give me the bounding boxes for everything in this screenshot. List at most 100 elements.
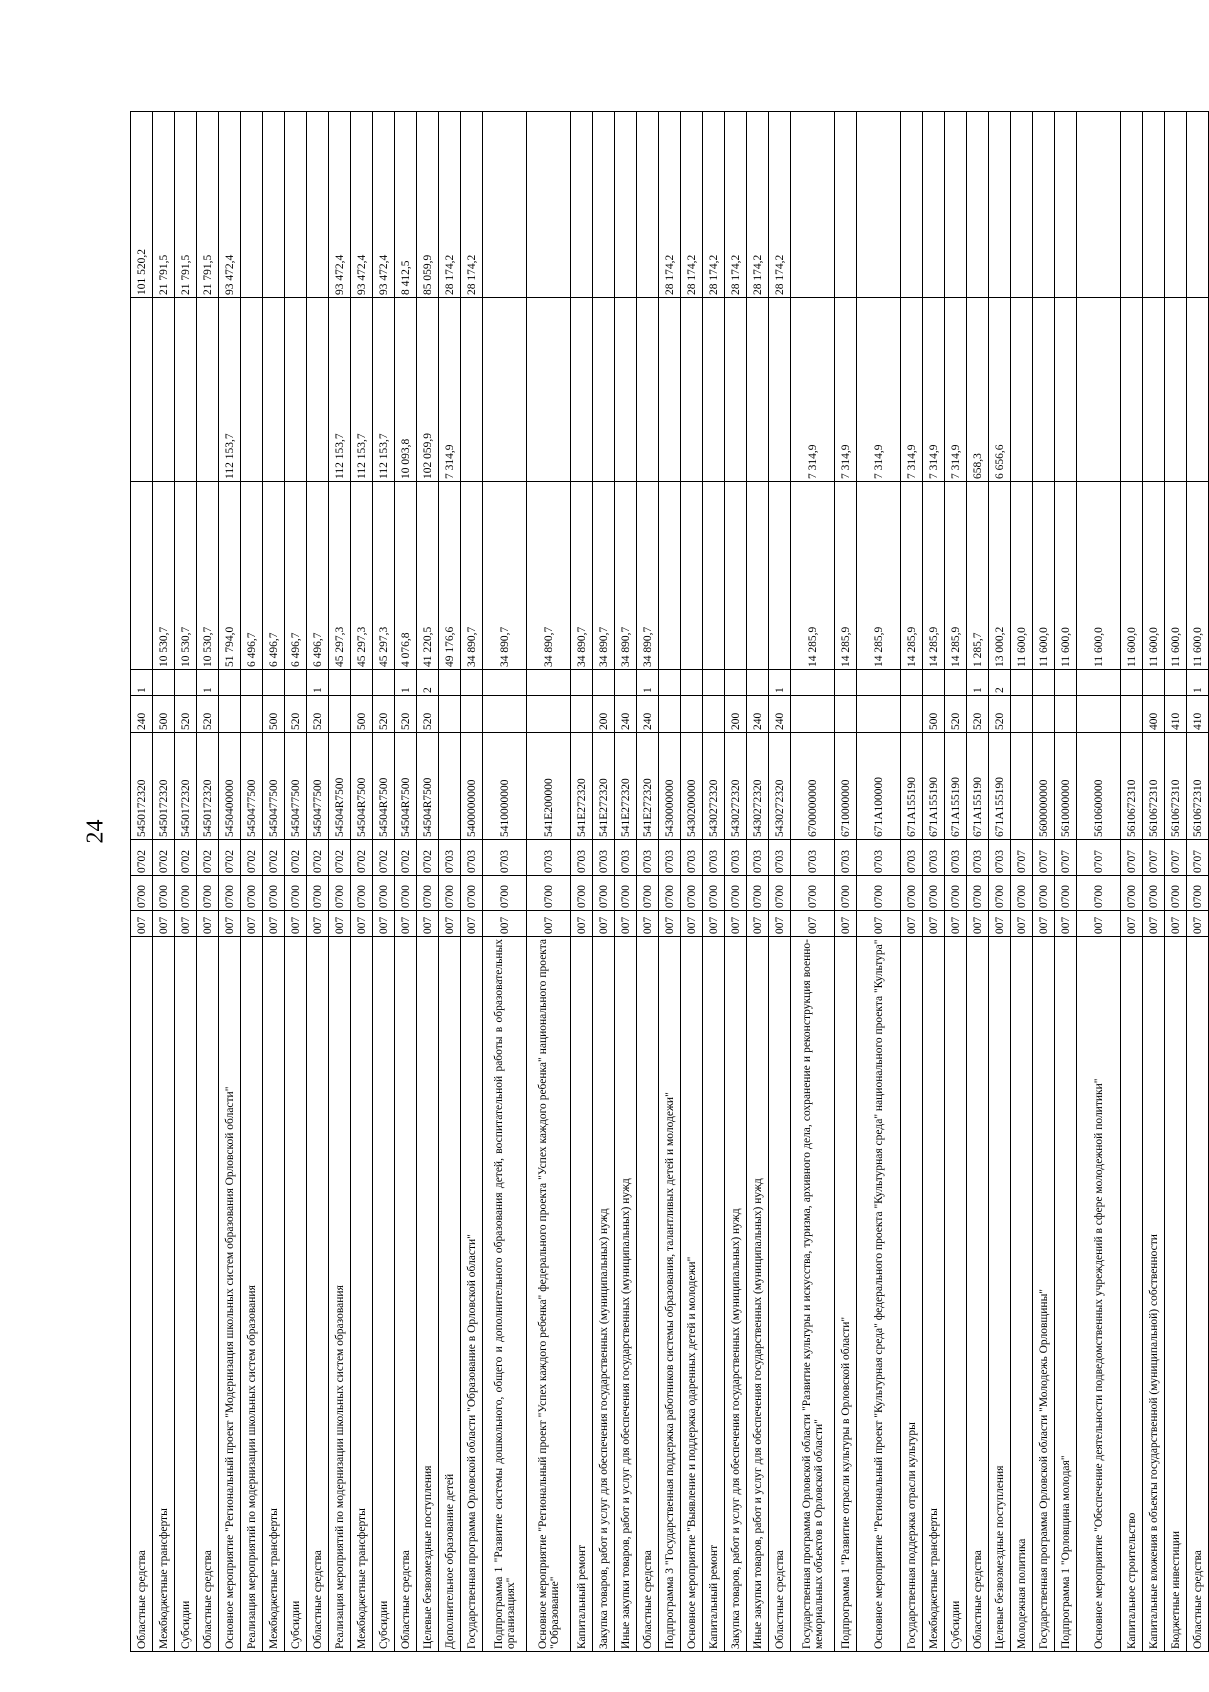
row-name-cell: Целевые безвозмездные поступления: [416, 936, 439, 1652]
subsection-code-cell: 0703: [856, 839, 901, 876]
source-code-cell: [218, 669, 241, 696]
target-article-cell: 5430200000: [680, 732, 703, 840]
expense-type-cell: [834, 695, 857, 733]
admin-code-cell: 007: [218, 910, 241, 937]
target-article-cell: 5610672310: [1142, 732, 1165, 840]
section-code-cell: 0700: [614, 875, 637, 911]
expense-type-cell: 240: [746, 695, 769, 733]
row-name-cell: Основное мероприятие "Выявление и поддер…: [680, 936, 703, 1652]
amount-2-cell: [1010, 297, 1033, 482]
subsection-code-cell: 0707: [1120, 839, 1143, 876]
amount-2-cell: 112 153,7: [328, 297, 351, 482]
subsection-code-cell: 0702: [350, 839, 373, 876]
target-article-cell: 671A155190: [988, 732, 1011, 840]
subsection-code-cell: 0702: [284, 839, 307, 876]
amount-3-cell: 21 791,5: [174, 111, 197, 298]
expense-type-cell: [790, 695, 835, 733]
section-code-cell: 0700: [482, 875, 527, 911]
row-name-cell: Областные средства: [196, 936, 219, 1652]
source-code-cell: [834, 669, 857, 696]
row-name-cell: Государственная поддержка отрасли культу…: [900, 936, 923, 1652]
amount-1-cell: 10 530,7: [196, 481, 219, 670]
subsection-code-cell: 0703: [460, 839, 483, 876]
subsection-code-cell: 0703: [526, 839, 571, 876]
target-article-cell: 5450172320: [130, 732, 153, 840]
target-article-cell: 671A100000: [856, 732, 901, 840]
section-code-cell: 0700: [944, 875, 967, 911]
source-code-cell: [240, 669, 263, 696]
target-article-cell: 671A155190: [966, 732, 989, 840]
section-code-cell: 0700: [1032, 875, 1055, 911]
expense-type-cell: [526, 695, 571, 733]
amount-3-cell: 28 174,2: [768, 111, 791, 298]
expense-type-cell: 200: [724, 695, 747, 733]
amount-1-cell: 45 297,3: [328, 481, 351, 670]
target-article-cell: 5430272320: [724, 732, 747, 840]
subsection-code-cell: 0703: [592, 839, 615, 876]
amount-1-cell: 34 890,7: [570, 481, 593, 670]
row-name-cell: Областные средства: [130, 936, 153, 1652]
source-code-cell: [350, 669, 373, 696]
target-article-cell: 5430000000: [658, 732, 681, 840]
target-article-cell: 5450477500: [284, 732, 307, 840]
amount-3-cell: [1010, 111, 1033, 298]
admin-code-cell: 007: [658, 910, 681, 937]
source-code-cell: [856, 669, 901, 696]
expense-type-cell: 520: [372, 695, 395, 733]
amount-3-cell: 101 520,2: [130, 111, 153, 298]
amount-2-cell: [746, 297, 769, 482]
row-name-cell: Капитальный ремонт: [702, 936, 725, 1652]
admin-code-cell: 007: [196, 910, 219, 937]
amount-1-cell: 11 600,0: [1164, 481, 1187, 670]
subsection-code-cell: 0707: [1076, 839, 1121, 876]
table-row: Подпрограмма 3 "Государственная поддержк…: [658, 111, 681, 1652]
table-row: Подпрограмма 1 "Развитие системы дошколь…: [482, 111, 527, 1652]
row-name-cell: Подпрограмма 1 "Развитие отрасли культур…: [834, 936, 857, 1652]
source-code-cell: [1142, 669, 1165, 696]
amount-3-cell: [1164, 111, 1187, 298]
source-code-cell: [482, 669, 527, 696]
amount-1-cell: 34 890,7: [526, 481, 571, 670]
subsection-code-cell: 0702: [130, 839, 153, 876]
amount-1-cell: 6 496,7: [262, 481, 285, 670]
target-article-cell: 6710000000: [834, 732, 857, 840]
row-name-cell: Государственная программа Орловской обла…: [790, 936, 835, 1652]
amount-3-cell: [1142, 111, 1165, 298]
amount-2-cell: 658,3: [966, 297, 989, 482]
admin-code-cell: 007: [130, 910, 153, 937]
section-code-cell: 0700: [746, 875, 769, 911]
subsection-code-cell: 0702: [218, 839, 241, 876]
amount-1-cell: 41 220,5: [416, 481, 439, 670]
amount-2-cell: 7 314,9: [856, 297, 901, 482]
amount-2-cell: 7 314,9: [438, 297, 461, 482]
amount-1-cell: 34 890,7: [592, 481, 615, 670]
amount-2-cell: 7 314,9: [900, 297, 923, 482]
expense-type-cell: 520: [394, 695, 417, 733]
subsection-code-cell: 0707: [1010, 839, 1033, 876]
admin-code-cell: 007: [746, 910, 769, 937]
subsection-code-cell: 0702: [328, 839, 351, 876]
admin-code-cell: 007: [174, 910, 197, 937]
section-code-cell: 0700: [328, 875, 351, 911]
source-code-cell: [1164, 669, 1187, 696]
table-row: Подпрограмма 1 "Развитие отрасли культур…: [834, 111, 857, 1652]
admin-code-cell: 007: [1164, 910, 1187, 937]
subsection-code-cell: 0707: [1054, 839, 1077, 876]
source-code-cell: [702, 669, 725, 696]
row-name-cell: Субсидии: [944, 936, 967, 1652]
amount-3-cell: [614, 111, 637, 298]
amount-3-cell: 21 791,5: [196, 111, 219, 298]
amount-2-cell: [768, 297, 791, 482]
expense-type-cell: [482, 695, 527, 733]
subsection-code-cell: 0702: [174, 839, 197, 876]
amount-1-cell: 10 530,7: [174, 481, 197, 670]
amount-3-cell: [900, 111, 923, 298]
table-row: Иные закупки товаров, работ и услуг для …: [614, 111, 637, 1652]
source-code-cell: 1: [1186, 669, 1209, 696]
target-article-cell: [1010, 732, 1033, 840]
target-article-cell: 54504R7500: [372, 732, 395, 840]
